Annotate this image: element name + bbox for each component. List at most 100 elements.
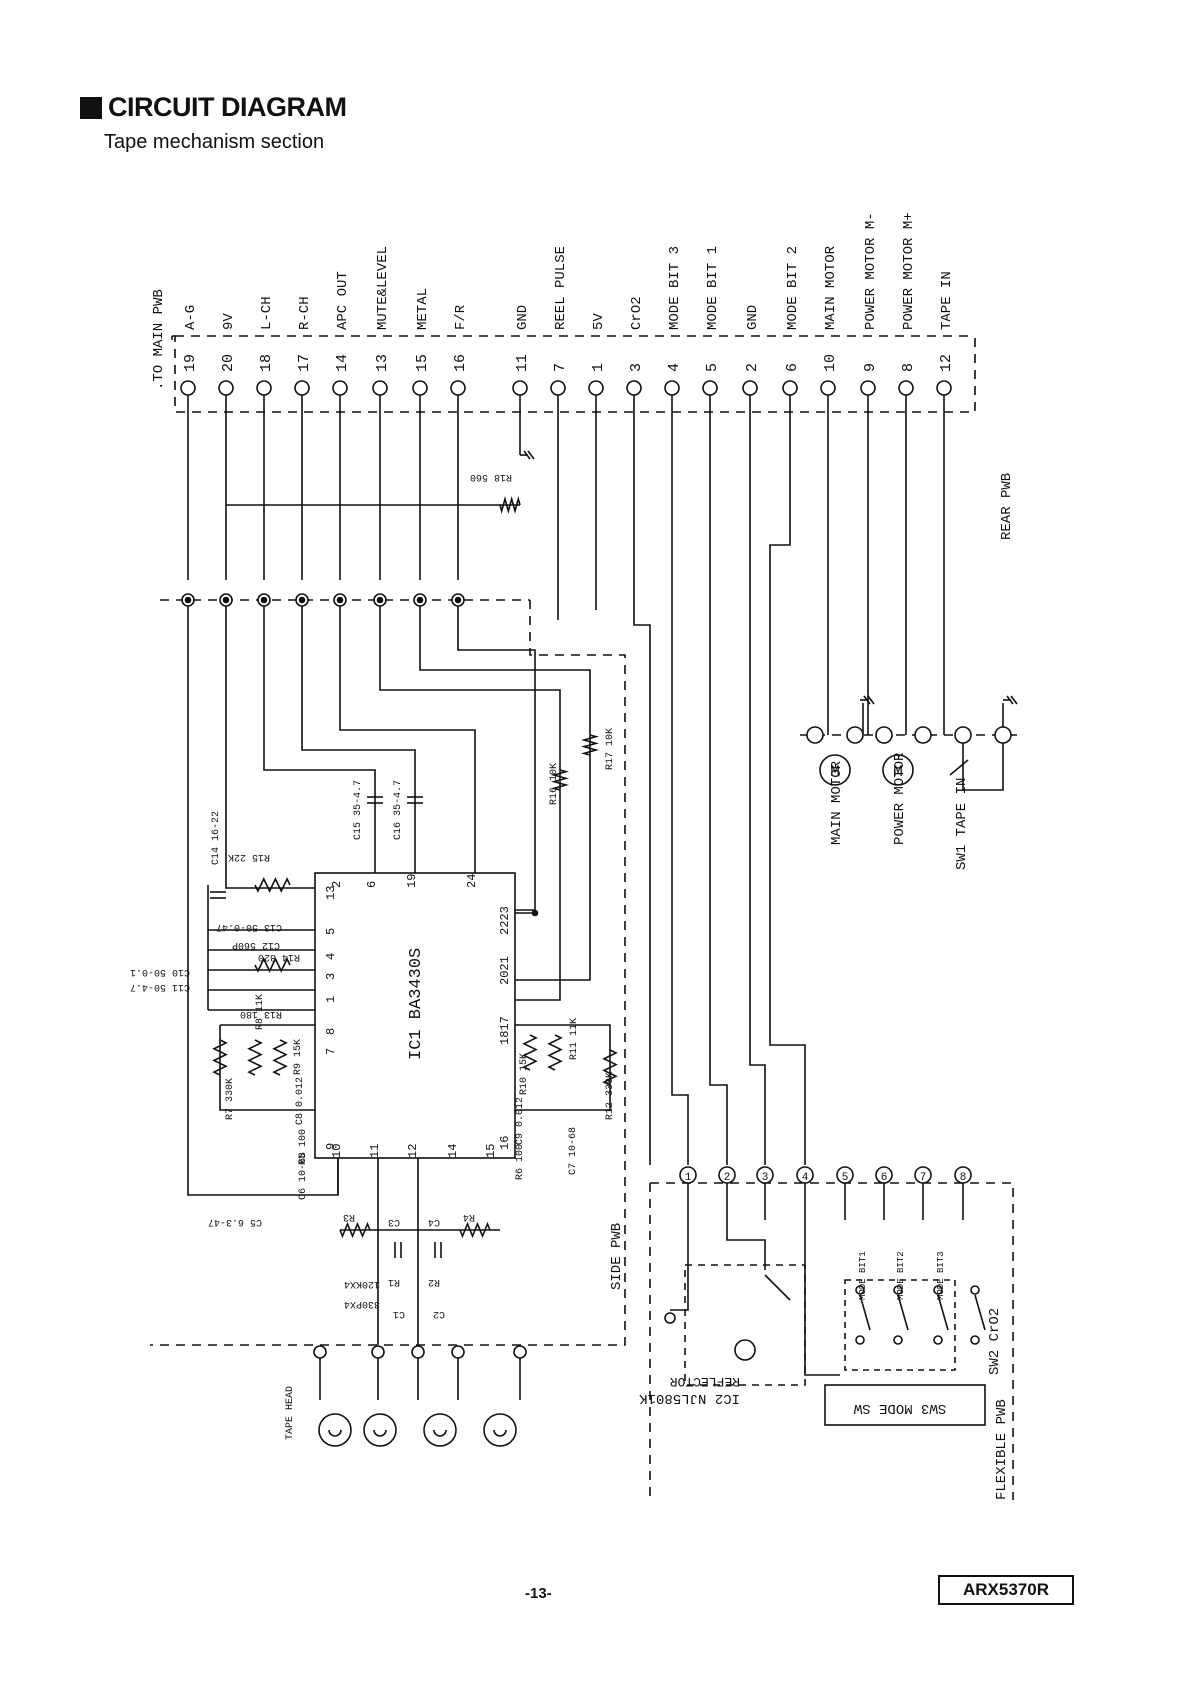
r6-label: R6 100 [515,1144,526,1180]
sw1-wire [962,743,1004,791]
ic1-pin-top: 24 [465,874,479,888]
r2-label: R2 [428,1276,440,1287]
connector-pin-signal: CrO2 [629,296,645,330]
connector-pin-signal: GND [515,305,531,330]
ic1-pin-right: 1817 [498,1016,512,1045]
lch-wire [263,600,376,873]
flex-pin-terminal [875,1166,893,1184]
r5-label: R5 100 [298,1129,309,1165]
tape-head-coil [328,1429,342,1437]
connector-pin-terminal [664,380,680,396]
ic2-frame [684,1264,806,1386]
flex-wire [670,1220,689,1311]
mute-wire [379,600,561,1001]
head-terminal [451,1345,465,1359]
connector-to-label: .TO MAIN PWB [151,289,167,390]
junction-dot [222,596,230,604]
connector-pin-number: 15 [414,354,431,372]
sw1-label: SW1 TAPE IN [954,778,970,870]
sw2-label: SW2 CrO2 [987,1308,1003,1375]
connector-pin-signal: 9V [221,313,237,330]
ic1-pin-bottom: 12 [406,1144,420,1158]
apc-wire [339,600,476,873]
flex-pin-number: 8 [960,1172,967,1184]
connector-pin-number: 2 [744,363,761,372]
ic-wire [219,1025,315,1111]
r17-resistor [581,734,599,756]
junction-dot [376,596,384,604]
connector-pin-signal: POWER MOTOR M+ [901,212,917,330]
connector-pin-signal: APC OUT [335,271,351,330]
connector-pin-signal: F/R [453,304,469,330]
connector-pin-number: 11 [514,354,531,372]
r10-resistor [522,1034,538,1071]
head-terminal [411,1345,425,1359]
connector-pin-terminal [218,380,234,396]
connector-pin-terminal [782,380,798,396]
c9-label: C9 0.012 [515,1097,526,1145]
junction-dot [416,596,424,604]
connector-pin-signal: MODE BIT 3 [667,246,683,330]
connector-pin-terminal [372,380,388,396]
cro2-wire [633,395,651,1165]
junction-dot [184,596,192,604]
motor-terminal [806,726,824,744]
mode-switch [859,1294,871,1331]
tape-head-coil [433,1429,447,1437]
connector-pin-signal: MUTE&LEVEL [375,246,391,330]
main-motor-label: MAIN MOTOR [829,760,845,845]
mode-switch-terminal [933,1335,943,1345]
r12-resistor [602,1049,618,1086]
flex-pin-terminal [836,1166,854,1184]
flex-pin-terminal [914,1166,932,1184]
connector-pin-signal: TAPE IN [939,271,955,330]
connector-pin-number: 5 [704,363,721,372]
ic1-pin-right: 16 [498,1136,512,1150]
connector-pin-terminal [820,380,836,396]
c13-label: C13 50-0.47 [216,921,282,932]
connector-pin-number: 18 [258,354,275,372]
r18-label: R18 560 [470,471,512,482]
r1-label: R1 [388,1276,400,1287]
motor-terminal [914,726,932,744]
connector-pin-number: 20 [220,354,237,372]
ic1-pin-left: 1 [324,996,338,1003]
metal-wire [419,600,591,981]
connector-pin-number: 9 [862,363,879,372]
connector-pin-number: 1 [590,363,607,372]
ic1-pin-right: 2021 [498,956,512,985]
connector-pin-number: 10 [822,354,839,372]
tape-head-coil [363,1413,397,1447]
page-header: CIRCUIT DIAGRAM Tape mechanism section [80,92,347,154]
c8-label: C8 0.012 [295,1077,306,1125]
connector-pin-signal: POWER MOTOR M- [863,212,879,330]
flex-pin-terminal [954,1166,972,1184]
r15-label: R15 22K [228,851,270,862]
ic1-body [314,872,516,1159]
r17-label: R17 10K [605,728,616,770]
r13-label: R13 180 [240,1008,282,1019]
connector-pin-signal: GND [745,305,761,330]
connector-pin-terminal [512,380,528,396]
ground-icon [527,450,535,460]
connector-pin-number: 12 [938,354,955,372]
connector-pin-number: 3 [628,363,645,372]
tape-head-coil [318,1413,352,1447]
ic1-pin-left: 8 [324,1028,338,1035]
c2-label: C2 [433,1308,445,1319]
connector-pin-signal: MODE BIT 1 [705,246,721,330]
ic1-pin-left: 7 [324,1048,338,1055]
ground-icon [863,695,871,705]
mode-bit1-label: MODE BIT1 [858,1251,868,1300]
ground-icon [523,450,531,460]
mode-switch-terminal [933,1285,943,1295]
title-square-icon [80,96,102,119]
rx-label: 120KX4 [344,1278,380,1289]
flex-pin-number: 2 [724,1172,731,1184]
page-title: CIRCUIT DIAGRAM [80,92,347,123]
junction-dot [336,596,344,604]
flex-pin-terminal [756,1166,774,1184]
flexible-pwb-label: FLEXIBLE PWB [994,1399,1010,1500]
power-motor-icon [882,754,914,786]
connector-pin-signal: MODE BIT 2 [785,246,801,330]
